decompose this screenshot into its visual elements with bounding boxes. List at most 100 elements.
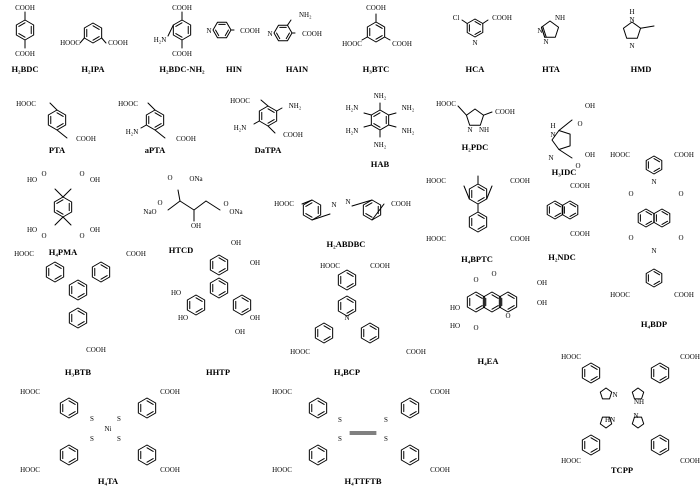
group-label: H₂N	[346, 127, 359, 135]
group-label: N	[633, 412, 638, 420]
group-label: S	[384, 416, 388, 424]
group-label: N	[267, 30, 272, 38]
group-label: N	[467, 126, 472, 134]
group-label: COOH	[492, 14, 512, 22]
group-label: COOH	[570, 230, 590, 238]
group-label: COOH	[392, 40, 412, 48]
group-label: COOH	[86, 346, 106, 354]
molecule-caption: aPTA	[145, 145, 166, 155]
group-label: COOH	[430, 466, 450, 474]
molecule-caption: H₄PMA	[49, 247, 78, 257]
group-label: COOH	[160, 388, 180, 396]
group-label: O	[157, 199, 162, 207]
group-label: COOH	[495, 108, 515, 116]
group-label: OH	[537, 299, 547, 307]
group-label: OH	[250, 314, 260, 322]
molecule-caption: HAIN	[286, 64, 309, 74]
group-label: S	[90, 435, 94, 443]
group-label: COOH	[680, 353, 700, 361]
group-label: ONa	[229, 208, 243, 216]
molecule-caption: H₄TTFTB	[344, 476, 381, 486]
group-label: COOH	[126, 250, 146, 258]
group-label: OH	[537, 279, 547, 287]
group-label: HOOC	[272, 388, 292, 396]
molecule-caption: H₄BPTC	[461, 254, 493, 264]
group-label: COOH	[172, 50, 192, 58]
molecule-h2ndc: COOH COOH H₂NDC	[546, 182, 590, 262]
group-label: O	[79, 232, 84, 240]
group-label: O	[491, 270, 496, 278]
group-label: HOOC	[14, 250, 34, 258]
group-label: COOH	[108, 39, 128, 47]
molecule-caption: H₂NDC	[548, 252, 576, 262]
group-label: HOOC	[274, 200, 294, 208]
molecule-caption: PTA	[49, 145, 66, 155]
group-label: COOH	[160, 466, 180, 474]
group-label: NH	[555, 14, 565, 22]
group-label: O	[577, 120, 582, 128]
group-label: N	[629, 16, 634, 24]
molecule-caption: H₃BTC	[363, 64, 390, 74]
molecule-caption: HAB	[371, 159, 390, 169]
group-label: HOOC	[20, 388, 40, 396]
molecule-caption: HHTP	[206, 367, 230, 377]
group-label: NH₂	[299, 11, 312, 19]
molecule-caption: H₄BDP	[641, 319, 667, 329]
group-label: O	[678, 190, 683, 198]
group-label: COOH	[391, 200, 411, 208]
group-label: N	[472, 39, 477, 47]
group-label: H₂N	[346, 104, 359, 112]
group-label: NaO	[143, 208, 156, 216]
group-label: N	[537, 27, 542, 35]
group-label: HO	[27, 226, 37, 234]
group-label: HOOC	[16, 100, 36, 108]
group-label: S	[117, 415, 121, 423]
group-label: COOH	[76, 135, 96, 143]
group-label: NH₂	[289, 102, 302, 110]
group-label: O	[473, 276, 478, 284]
group-label: N	[612, 391, 617, 399]
molecule-caption: HMD	[631, 64, 652, 74]
group-label: O	[473, 324, 478, 332]
group-label: HOOC	[320, 262, 340, 270]
group-label: H₂N	[126, 128, 139, 136]
molecule-caption: H₂PDC	[462, 142, 489, 152]
group-label: NH₂	[374, 92, 387, 100]
group-label: N	[344, 314, 349, 322]
group-label: N	[345, 198, 350, 206]
group-label: S	[117, 435, 121, 443]
group-label: COOH	[570, 182, 590, 190]
group-label: N	[651, 247, 656, 255]
molecule-caption: H₂IPA	[81, 64, 105, 74]
group-label: OH	[90, 226, 100, 234]
group-label: O	[79, 170, 84, 178]
molecule-caption: H₄TA	[98, 476, 119, 486]
molecule-caption: HTA	[542, 64, 561, 74]
group-label: COOH	[510, 177, 530, 185]
group-label: N	[206, 27, 211, 35]
group-label: O	[628, 190, 633, 198]
group-label: NH₂	[374, 141, 387, 149]
group-label: COOH	[283, 131, 303, 139]
group-label: N	[550, 131, 555, 139]
molecule-caption: HIN	[226, 64, 243, 74]
group-label: S	[338, 416, 342, 424]
group-label: O	[167, 174, 172, 182]
group-label: HOOC	[610, 151, 630, 159]
group-label: O	[41, 232, 46, 240]
group-label: ONa	[189, 175, 203, 183]
